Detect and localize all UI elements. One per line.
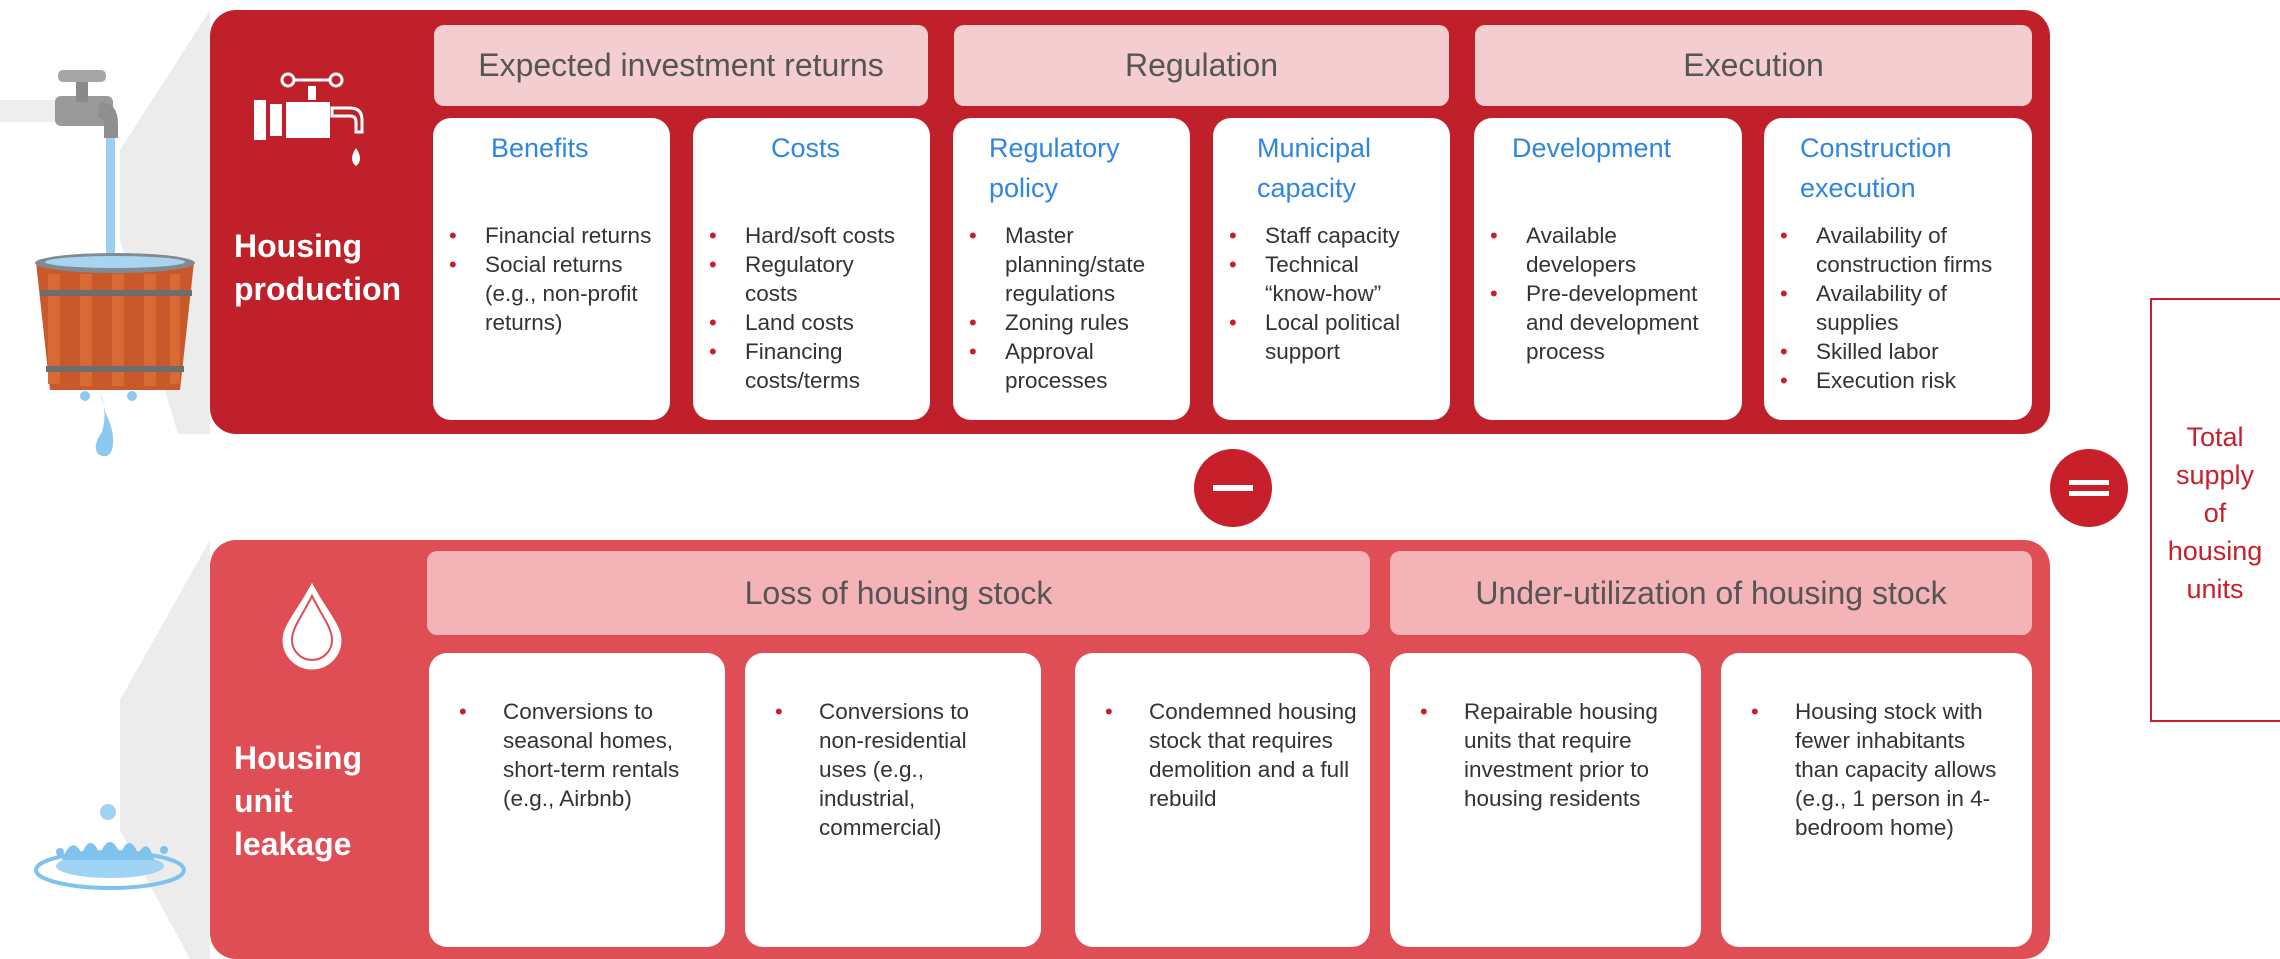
list-item: Social returns (e.g., non-profit returns… (449, 250, 669, 337)
water-splash-icon (34, 804, 186, 890)
list-item: Regulatory costs (709, 250, 895, 308)
list-item: Repairable housing units that require in… (1420, 697, 1680, 813)
card-title: Regulatory policy (989, 133, 1120, 203)
bullet-list: Conversions to seasonal homes, short-ter… (459, 697, 714, 813)
card-title: Benefits (491, 133, 589, 163)
equals-icon (2069, 480, 2109, 496)
card-municipal-capacity: Municipal capacity Staff capacity Techni… (1213, 118, 1450, 420)
callout-wedge-bottom (120, 540, 210, 959)
bullet-list: Staff capacity Technical “know-how” Loca… (1229, 221, 1449, 366)
pipe-valve-icon (254, 72, 364, 166)
card-condemned-stock: Condemned housing stock that requires de… (1075, 653, 1370, 947)
total-supply-label: Total supply of housing units (2150, 418, 2280, 608)
bullet-list: Available developers Pre-development and… (1490, 221, 1730, 366)
list-item: Conversions to seasonal homes, short-ter… (459, 697, 714, 813)
list-item: Staff capacity (1229, 221, 1449, 250)
total-supply-box (2150, 298, 2280, 722)
card-benefits: Benefits Financial returns Social return… (433, 118, 670, 420)
illustration-layer (0, 10, 210, 959)
group-header-loss-of-housing-stock: Loss of housing stock (427, 551, 1370, 635)
bullet-list: Repairable housing units that require in… (1420, 697, 1680, 813)
list-item: Housing stock with fewer inhabitants tha… (1751, 697, 2006, 842)
bullet-list: Hard/soft costs Regulatory costs Land co… (709, 221, 929, 395)
total-line: units (2186, 574, 2244, 604)
list-item: Financial returns (449, 221, 669, 250)
list-item: Master planning/state regulations (969, 221, 1189, 308)
list-item: Availability of construction firms (1780, 221, 2025, 279)
card-title: Municipal capacity (1257, 133, 1372, 203)
water-drop-icon (282, 582, 342, 670)
total-line: housing (2167, 536, 2263, 566)
group-header-expected-investment-returns: Expected investment returns (434, 25, 928, 106)
list-item: Technical “know-how” (1229, 250, 1415, 308)
card-construction-execution: Construction execution Availability of c… (1764, 118, 2032, 420)
bucket-icon (35, 253, 195, 457)
group-header-regulation: Regulation (954, 25, 1449, 106)
bullet-list: Financial returns Social returns (e.g., … (449, 221, 669, 337)
card-non-residential-conversions: Conversions to non-residential uses (e.g… (745, 653, 1041, 947)
bullet-list: Condemned housing stock that requires de… (1105, 697, 1367, 813)
total-line: Total (2186, 422, 2244, 452)
list-item: Pre-development and development process (1490, 279, 1730, 366)
card-title: Construction execution (1800, 133, 1952, 203)
card-costs: Costs Hard/soft costs Regulatory costs L… (693, 118, 930, 420)
total-line: supply (2175, 460, 2255, 490)
card-seasonal-conversions: Conversions to seasonal homes, short-ter… (429, 653, 725, 947)
callout-wedge-top (120, 10, 210, 434)
list-item: Approval processes (969, 337, 1189, 395)
bullet-list: Master planning/state regulations Zoning… (969, 221, 1189, 395)
bullet-list: Housing stock with fewer inhabitants tha… (1751, 697, 2006, 842)
bullet-list: Conversions to non-residential uses (e.g… (775, 697, 1005, 842)
card-title: Development (1512, 133, 1672, 163)
list-item: Zoning rules (969, 308, 1189, 337)
faucet-icon (0, 70, 118, 268)
group-header-under-utilization: Under-utilization of housing stock (1390, 551, 2032, 635)
minus-icon (1213, 485, 1253, 491)
list-item: Availability of supplies (1780, 279, 1986, 337)
list-item: Skilled labor (1780, 337, 2025, 366)
minus-operator (1194, 449, 1272, 527)
card-under-occupied-stock: Housing stock with fewer inhabitants tha… (1721, 653, 2032, 947)
list-item: Condemned housing stock that requires de… (1105, 697, 1367, 813)
housing-leakage-label: Housing unit leakage (234, 740, 362, 862)
total-line: of (2203, 498, 2227, 528)
card-development: Development Available developers Pre-dev… (1474, 118, 1742, 420)
list-item: Conversions to non-residential uses (e.g… (775, 697, 1005, 842)
card-repairable-units: Repairable housing units that require in… (1390, 653, 1701, 947)
card-title: Costs (771, 133, 841, 163)
list-item: Available developers (1490, 221, 1676, 279)
list-item: Execution risk (1780, 366, 2025, 395)
list-item: Financing costs/terms (709, 337, 895, 395)
equals-operator (2050, 449, 2128, 527)
list-item: Land costs (709, 308, 929, 337)
bullet-list: Availability of construction firms Avail… (1780, 221, 2025, 395)
list-item: Hard/soft costs (709, 221, 929, 250)
housing-production-label: Housing production (234, 228, 402, 307)
card-regulatory-policy: Regulatory policy Master planning/state … (953, 118, 1190, 420)
list-item: Local political support (1229, 308, 1435, 366)
group-header-execution: Execution (1475, 25, 2032, 106)
